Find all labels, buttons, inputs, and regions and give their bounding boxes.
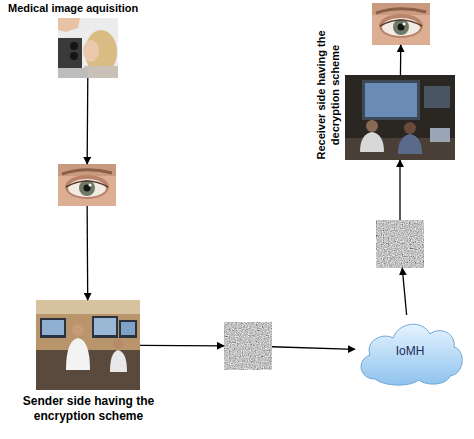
- flow-arrow: [272, 347, 355, 350]
- photo-background: [345, 75, 455, 160]
- node-heading: Sender side having the encryption scheme: [1, 394, 176, 424]
- node-heading: Receiver side having the decryption sche…: [314, 20, 342, 170]
- person-head: [366, 120, 378, 132]
- encrypted-image: [376, 220, 424, 268]
- eyepiece: [70, 42, 78, 50]
- eye-image: [58, 164, 116, 206]
- face-shape: [83, 40, 99, 62]
- body-shape: [84, 66, 118, 78]
- node-heading: Medical image aquisition: [8, 2, 138, 14]
- white-coat: [110, 350, 127, 372]
- person-head: [404, 122, 416, 134]
- flow-arrow: [87, 78, 89, 164]
- device-base: [58, 68, 88, 78]
- sender-photo-art: [36, 300, 140, 390]
- flow-arrow: [400, 45, 402, 75]
- person-head: [72, 324, 84, 336]
- monitor-screen: [42, 320, 64, 335]
- eye-image-node: [372, 3, 430, 45]
- white-coat: [66, 338, 90, 370]
- slit-lamp: [58, 38, 82, 68]
- wall-top: [36, 300, 140, 314]
- flow-arrow: [402, 268, 406, 315]
- acquisition-photo: Medical image aquisition: [58, 18, 118, 78]
- eye-image-node: [58, 164, 116, 206]
- monitor-screen: [94, 318, 116, 335]
- person-body: [398, 134, 422, 154]
- photo-background: [36, 300, 140, 390]
- person-head: [113, 339, 123, 349]
- eye-image: [372, 3, 430, 45]
- encrypted-image: [224, 322, 272, 370]
- person-body: [360, 132, 384, 152]
- monitor: [119, 320, 137, 338]
- laptop: [430, 128, 450, 142]
- receiver-photo: Receiver side having the decryption sche…: [345, 75, 455, 160]
- monitor: [92, 316, 118, 338]
- monitor: [40, 318, 66, 338]
- monitor-screen: [121, 322, 135, 335]
- screen-content: [365, 83, 417, 117]
- monitor: [424, 86, 450, 108]
- receiver-photo-art: [345, 75, 455, 160]
- encrypted-image-node: [376, 220, 424, 268]
- cloud-label: IoMH: [355, 344, 465, 358]
- encrypted-image-node: [224, 322, 272, 370]
- flow-arrow: [140, 345, 224, 347]
- hand-shape: [58, 18, 80, 32]
- eyepiece: [70, 52, 78, 60]
- acquisition-photo-art: [58, 18, 118, 78]
- photo-background: [58, 18, 118, 78]
- flow-arrow: [86, 206, 88, 300]
- large-screen: [362, 80, 420, 120]
- sender-photo: Sender side having the encryption scheme: [36, 300, 140, 390]
- flow-arrow: [399, 160, 400, 220]
- cloud-node: IoMH: [355, 315, 465, 387]
